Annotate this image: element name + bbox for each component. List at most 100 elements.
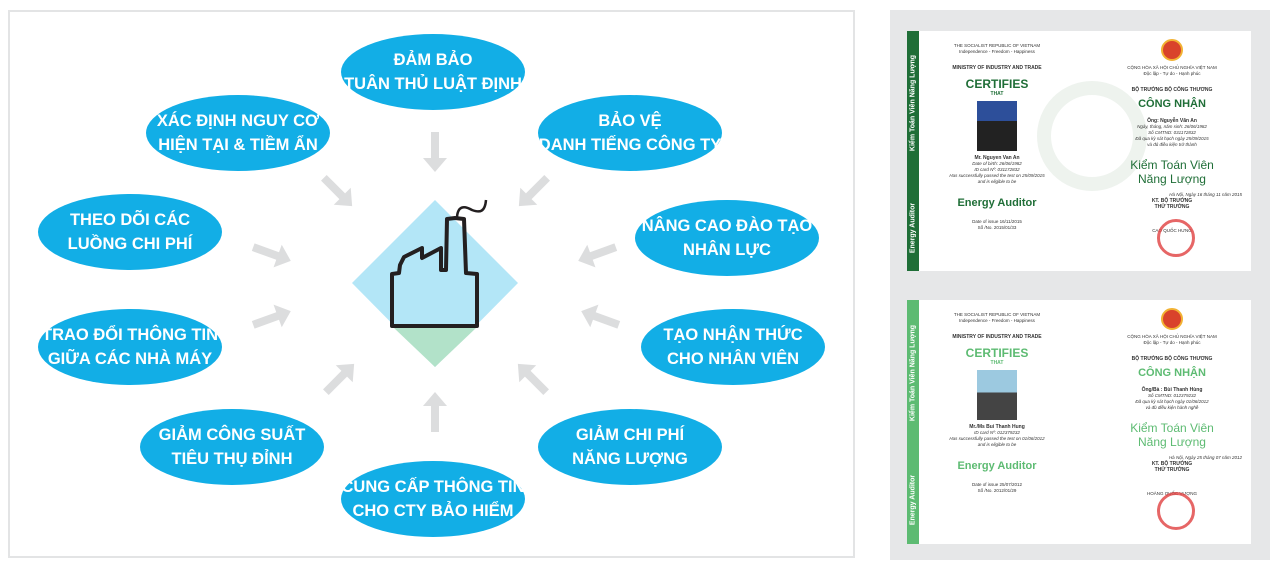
center-diamond	[352, 200, 518, 367]
holder-name: Ông/Bà : Bùi Thanh Hùng	[1141, 387, 1203, 393]
official-stamp-icon	[1157, 492, 1195, 530]
benefit-bubble-reputation: BẢO VỆ DANH TIẾNG CÔNG TY	[538, 95, 722, 171]
benefit-text: ĐẢM BẢO	[393, 51, 473, 69]
header-text: THE SOCIALIST REPUBLIC OF VIETNAM	[953, 43, 1041, 48]
diagram-graphics	[251, 132, 621, 432]
ministry-text: MINISTRY OF INDUSTRY AND TRADE	[952, 334, 1042, 340]
that-text: THAT	[990, 91, 1004, 97]
header-text: Independence - Freedom - Happiness	[959, 49, 1035, 54]
header-text: Độc lập - Tự do - Hạnh phúc	[1143, 340, 1201, 345]
issue-date: Date of issue 16/11/2015	[972, 219, 1022, 224]
arrow-icon	[518, 175, 550, 207]
title-text: Energy Auditor	[957, 197, 1037, 209]
holder-photo	[977, 370, 1017, 420]
benefit-text: TẠO NHẬN THỨC	[663, 326, 803, 344]
benefit-bubble-risk: XÁC ĐỊNH NGUY CƠ HIỆN TẠI & TIỀM ẨN	[146, 95, 330, 171]
certificate-number: Số /No. 2012/01/29	[977, 488, 1017, 493]
certificate-line: and is eligible to be	[977, 442, 1017, 447]
benefit-text: CHO CTY BẢO HIỂM	[352, 502, 514, 520]
certifies-text: CERTIFIES	[965, 77, 1029, 91]
benefit-text: HIỆN TẠI & TIỀM ẨN	[158, 136, 318, 154]
certificate-line: và đủ điều kiện trở thành	[1147, 142, 1197, 147]
certificate-line: Has successfully passed the test on 25/0…	[949, 173, 1045, 178]
recognize-text: CÔNG NHẬN	[1138, 367, 1206, 379]
benefit-text: DANH TIẾNG CÔNG TY	[538, 136, 722, 154]
ministry-text: MINISTRY OF INDUSTRY AND TRADE	[952, 65, 1042, 71]
benefit-text: TIÊU THỤ ĐỈNH	[171, 450, 293, 468]
holder-name: Mr./Ms Bui Thanh Hung	[969, 424, 1025, 430]
signature-title: THỨ TRƯỞNG	[1154, 467, 1190, 473]
certificate-line: ID card Nº: 012379232	[974, 430, 1020, 435]
arrow-icon	[423, 392, 447, 432]
spine-top-text: Kiểm Toán Viên Năng Lượng	[909, 325, 917, 422]
holder-name: Mr. Nguyen Van An	[974, 155, 1020, 161]
recognize-text: CÔNG NHẬN	[1138, 98, 1206, 110]
certificate-line: Đã qua kỳ sát hạch ngày 25/09/2015	[1135, 136, 1209, 141]
header-text: THE SOCIALIST REPUBLIC OF VIETNAM	[953, 312, 1041, 317]
header-text: CỘNG HÒA XÃ HỘI CHỦ NGHĨA VIỆT NAM	[1127, 65, 1217, 70]
certificate-line: ID card Nº: 031172832	[974, 167, 1020, 172]
holder-photo	[977, 101, 1017, 151]
spine-bottom-text: Energy Auditor	[909, 202, 917, 253]
spine-bottom-text: Energy Auditor	[909, 474, 917, 526]
benefit-bubble-info-exchange: TRAO ĐỔI THÔNG TIN GIỮA CÁC NHÀ MÁY	[38, 309, 222, 385]
certificate-line: and is eligible to be	[977, 179, 1017, 184]
certificate-line: Has successfully passed the test on 01/0…	[949, 436, 1045, 441]
ministry-text: BỘ TRƯỞNG BỘ CÔNG THƯƠNG	[1131, 356, 1213, 362]
arrow-icon	[323, 363, 355, 395]
benefit-text: THEO DÕI CÁC	[69, 211, 191, 229]
arrow-icon	[321, 175, 353, 207]
spine-top-text: Kiểm Toán Viên Năng Lượng	[909, 54, 917, 152]
title-vn: Năng Lượng	[1138, 172, 1206, 186]
header-text: CỘNG HÒA XÃ HỘI CHỦ NGHĨA VIỆT NAM	[1127, 334, 1217, 339]
title-vn: Năng Lượng	[1138, 435, 1206, 449]
benefit-text: NHÂN LỰC	[683, 241, 771, 259]
arrow-icon	[423, 132, 447, 172]
benefits-diagram-panel	[8, 10, 855, 558]
certificate-line: Đã qua kỳ sát hạch ngày 01/06/2012	[1135, 399, 1209, 404]
benefit-text: GIỮA CÁC NHÀ MÁY	[47, 350, 213, 368]
certificate-line: Ngày, tháng, năm sinh: 26/06/1982	[1137, 124, 1207, 129]
benefit-text: TUÂN THỦ LUẬT ĐỊNH	[344, 75, 522, 93]
benefit-text: CHO NHÂN VIÊN	[666, 350, 799, 368]
signature-title: THỨ TRƯỞNG	[1154, 204, 1190, 210]
title-text: Energy Auditor	[957, 460, 1037, 472]
benefit-text: GIẢM CHI PHÍ	[575, 426, 685, 444]
certificate-line: và đủ điều kiện hành nghề	[1145, 405, 1199, 410]
benefit-bubble-compliance: ĐẢM BẢO TUÂN THỦ LUẬT ĐỊNH	[341, 34, 525, 110]
national-emblem-icon	[1161, 39, 1183, 61]
national-emblem-icon	[1161, 308, 1183, 330]
factory-icon	[390, 199, 488, 328]
center-diamond-bottom	[394, 328, 476, 367]
benefit-text: XÁC ĐỊNH NGUY CƠ	[156, 112, 320, 130]
arrow-icon	[581, 304, 621, 329]
signature-title: KT. BỘ TRƯỞNG	[1151, 461, 1193, 467]
certificate-number: Số /No. 2015/01/33	[977, 225, 1017, 230]
benefit-text: LUỒNG CHI PHÍ	[67, 235, 193, 253]
certificate-line: Số CMTND: 031172832	[1148, 130, 1196, 135]
benefit-text: TRAO ĐỔI THÔNG TIN	[42, 326, 218, 344]
certifies-text: CERTIFIES	[965, 346, 1029, 360]
title-vn: Kiểm Toán Viên	[1130, 421, 1214, 435]
signing-date: Hà Nội, Ngày 25 tháng 07 năm 2012	[1168, 455, 1242, 460]
that-text: THAT	[990, 360, 1004, 366]
arrow-icon	[578, 243, 618, 268]
benefit-text: BẢO VỆ	[598, 112, 662, 130]
arrow-icon	[517, 363, 549, 395]
signature-title: KT. BỘ TRƯỞNG	[1151, 198, 1193, 204]
header-text: Independence - Freedom - Happiness	[959, 318, 1035, 323]
benefit-bubble-awareness: TẠO NHẬN THỨC CHO NHÂN VIÊN	[641, 309, 825, 385]
benefit-text: NĂNG LƯỢNG	[572, 450, 688, 468]
benefit-bubble-cost-tracking: THEO DÕI CÁC LUỒNG CHI PHÍ	[38, 194, 222, 270]
arrow-icon	[251, 304, 291, 329]
